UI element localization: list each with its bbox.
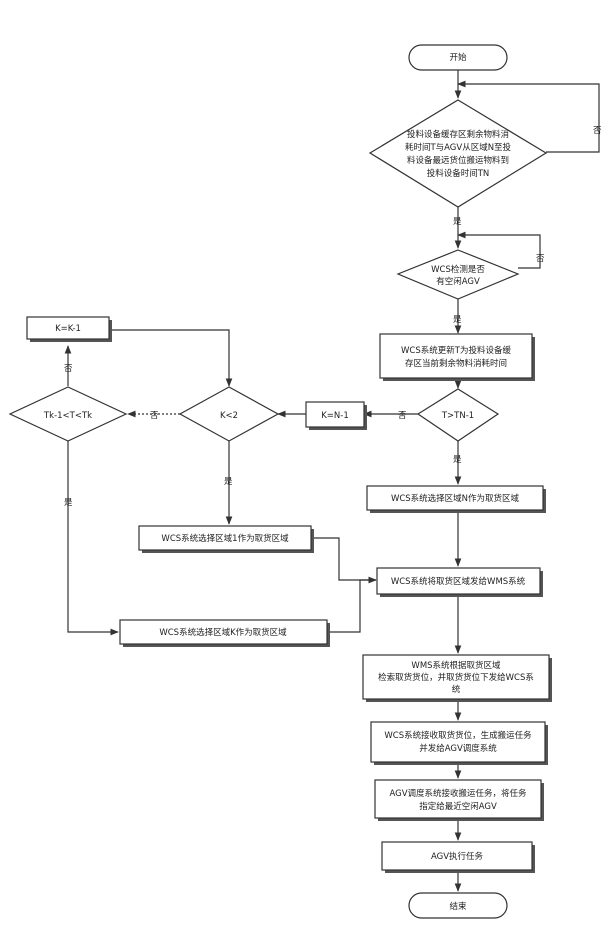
label-tk-yes: 是 [64, 498, 73, 508]
decision-inventory-line-2: 耗时间T与AGV从区域N至投 [405, 142, 512, 153]
decision-inventory-line-3: 料设备最远货位搬运物料到 [407, 155, 509, 166]
process-update-time: WCS系统更新T为投料设备缓 存区当前剩余物料消耗时间 [380, 334, 535, 381]
process-agv-exec: AGV执行任务 [382, 842, 535, 873]
edge-labels: 否 是 否 是 否 否 否 是 是 是 [64, 126, 602, 508]
connectors [68, 70, 599, 891]
process-select-1: WCS系统选择区域1作为取货区域 [139, 526, 314, 553]
process-wms-retrieve: WMS系统根据取货区域 检索取货货位，并取货货位下发给WCS系 统 [363, 655, 552, 702]
process-select-k-label: WCS系统选择区域K作为取货区域 [159, 627, 287, 638]
decision-idle-line-1: WCS检测是否 [431, 264, 485, 275]
decision-t-label: T>TN-1 [441, 411, 474, 421]
process-wms-line-3: 统 [452, 684, 461, 695]
process-select-n: WCS系统选择区域N作为取货区域 [367, 486, 546, 513]
decision-inventory-line-1: 投料设备缓存区剩余物料消 [407, 129, 509, 140]
decision-idle-line-2: 有空闲AGV [436, 276, 480, 287]
decision-k-lt-2: K<2 [180, 387, 278, 441]
edge-1-to-wms [312, 538, 376, 580]
process-wcs-task-line-2: 并发给AGV调度系统 [419, 743, 497, 754]
decision-tk-label: Tk-1<T<Tk [43, 411, 92, 421]
process-k-n-minus-1: K=N-1 [306, 402, 367, 430]
process-send-wms: WCS系统将取货区域发给WMS系统 [377, 568, 543, 597]
end-terminal: 结束 [409, 893, 507, 918]
start-label: 开始 [449, 52, 467, 63]
edge-k-to-wms [329, 580, 376, 632]
process-update-line-1: WCS系统更新T为投料设备缓 [401, 345, 511, 356]
process-dispatch-line-1: AGV调度系统接收搬运任务，将任务 [389, 788, 527, 799]
process-wcs-task-line-1: WCS系统接收取货货位，生成搬运任务 [384, 730, 532, 741]
process-select-1-label: WCS系统选择区域1作为取货区域 [161, 533, 289, 544]
decision-inventory-line-4: 投料设备时间TN [427, 168, 490, 179]
process-exec-label: AGV执行任务 [431, 851, 484, 862]
edge-tk-yes [68, 441, 118, 632]
decision-inventory-time: 投料设备缓存区剩余物料消 耗时间T与AGV从区域N至投 料设备最远货位搬运物料到… [370, 100, 546, 207]
decision-t-gt-tn1: T>TN-1 [418, 389, 498, 441]
label-idle-yes: 是 [453, 315, 462, 325]
process-agv-dispatch: AGV调度系统接收搬运任务，将任务 指定给最近空闲AGV [375, 780, 544, 821]
label-k2-yes: 是 [224, 477, 233, 487]
label-t-no: 否 [398, 411, 407, 421]
process-k-k-minus-1: K=K-1 [27, 317, 112, 342]
process-update-line-2: 存区当前剩余物料消耗时间 [405, 358, 507, 369]
process-select-k: WCS系统选择区域K作为取货区域 [120, 620, 330, 647]
start-terminal: 开始 [409, 45, 507, 70]
decision-tk-range: Tk-1<T<Tk [10, 387, 126, 441]
label-tk-no: 否 [64, 364, 73, 374]
process-send-wms-label: WCS系统将取货区域发给WMS系统 [391, 576, 526, 587]
edge-kk1-loop [110, 330, 229, 386]
process-kk1-label: K=K-1 [55, 324, 81, 334]
label-inventory-yes: 是 [453, 217, 462, 227]
process-kn1-label: K=N-1 [321, 411, 349, 421]
decision-k2-label: K<2 [220, 411, 238, 421]
label-t-yes: 是 [453, 455, 462, 465]
process-select-n-label: WCS系统选择区域N作为取货区域 [391, 493, 520, 504]
decision-idle-agv: WCS检测是否 有空闲AGV [398, 250, 518, 299]
label-idle-no: 否 [536, 254, 545, 264]
end-label: 结束 [449, 901, 467, 912]
label-k2-no: 否 [150, 411, 159, 421]
process-wms-line-2: 检索取货货位，并取货货位下发给WCS系 [378, 672, 534, 683]
process-wms-line-1: WMS系统根据取货区域 [411, 660, 501, 671]
label-inventory-no: 否 [593, 126, 602, 136]
process-wcs-task: WCS系统接收取货货位，生成搬运任务 并发给AGV调度系统 [371, 722, 548, 765]
process-dispatch-line-2: 指定给最近空闲AGV [419, 801, 497, 812]
